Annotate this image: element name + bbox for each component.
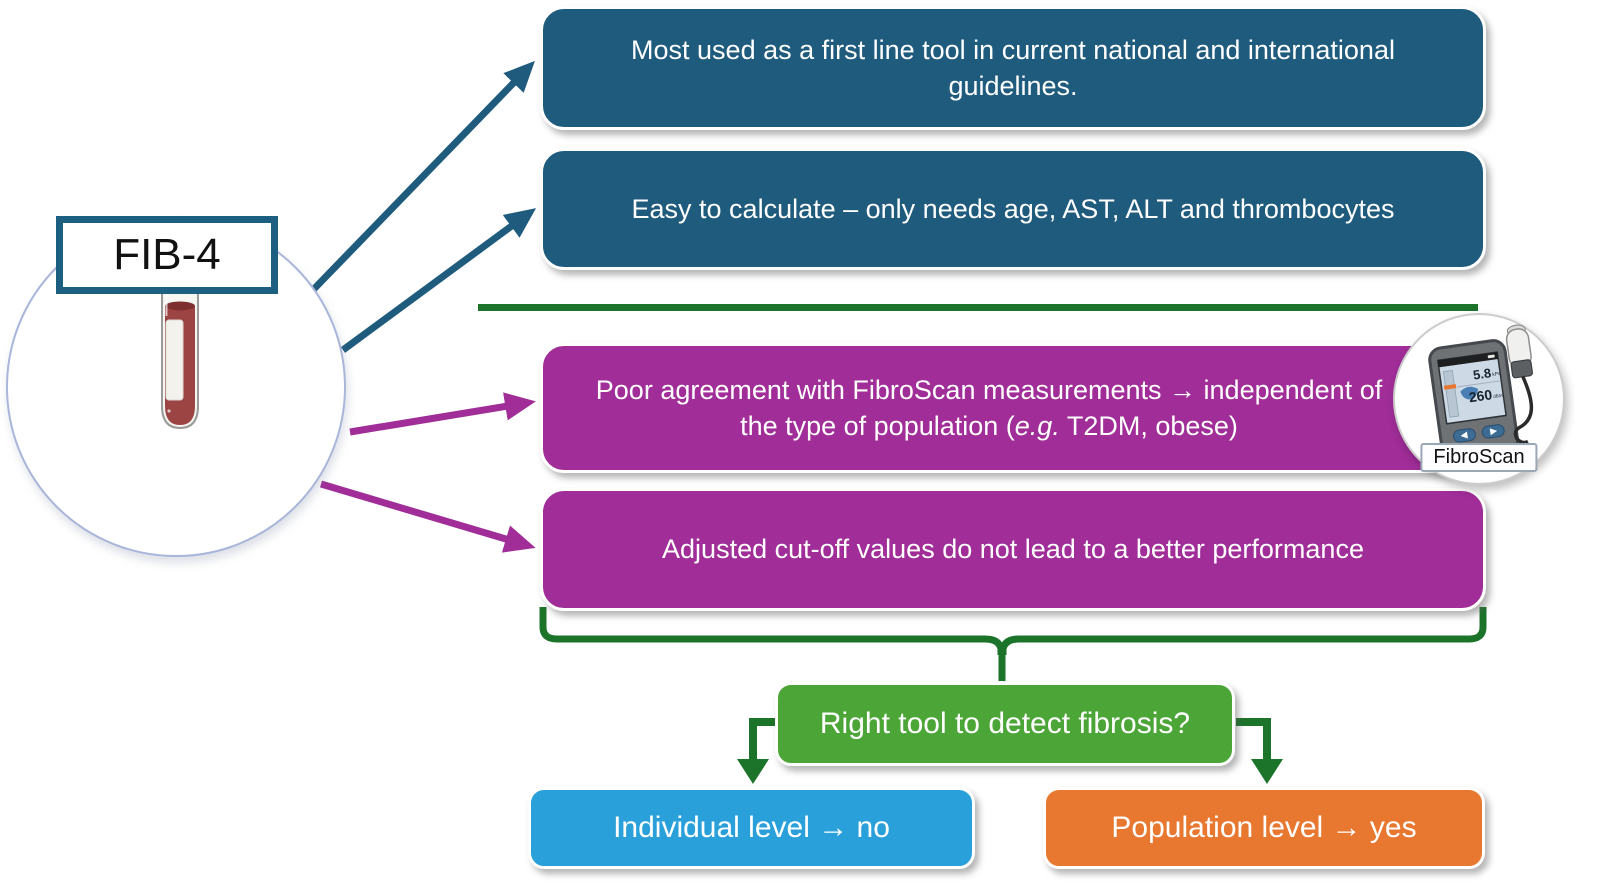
- stiffness-unit: kPa: [1492, 371, 1502, 378]
- brace-right-half: [999, 607, 1487, 655]
- fib4-label-box: FIB-4: [56, 216, 278, 294]
- cap-unit: dB/m: [1493, 393, 1504, 399]
- fib4-label: FIB-4: [113, 230, 221, 279]
- next-button-icon: [1489, 428, 1498, 436]
- arrow-to-strength-1: [309, 60, 535, 294]
- limitation-box-cutoff-values: Adjusted cut-off values do not lead to a…: [540, 488, 1486, 611]
- arrow-to-limitation-1: [349, 392, 536, 436]
- outcome-box-individual-text: Individual level → no: [613, 810, 890, 844]
- limitation-box-cutoff-values-text: Adjusted cut-off values do not lead to a…: [662, 534, 1364, 565]
- limitation-box-fibroscan-agreement-text: Poor agreement with FibroScan measuremen…: [595, 374, 1383, 441]
- down-arrowhead-left-icon: [737, 759, 769, 784]
- brace-left-half: [539, 607, 1005, 655]
- cap-value: 260: [1468, 386, 1494, 405]
- fibroscan-device-label: FibroScan: [1420, 443, 1538, 472]
- prev-button-icon: [1460, 431, 1468, 439]
- outcome-box-population: Population level → yes: [1043, 787, 1485, 869]
- divider-line: [478, 304, 1478, 311]
- fibroscan-device-badge: 5.8 kPa 260 dB/m FibroScan: [1393, 313, 1565, 485]
- strength-box-guidelines: Most used as a first line tool in curren…: [540, 6, 1486, 130]
- probe-cable: [1513, 376, 1534, 445]
- arrow-to-limitation-2: [320, 480, 536, 553]
- question-box: Right tool to detect fibrosis?: [775, 682, 1235, 766]
- down-arrowhead-right-icon: [1251, 759, 1283, 784]
- fibroscan-device-icon: 5.8 kPa 260 dB/m: [1428, 324, 1534, 461]
- strength-box-easy-calculate-text: Easy to calculate – only needs age, AST,…: [631, 193, 1395, 224]
- elbow-connector-right: [1236, 718, 1271, 762]
- liver-icon: [1460, 386, 1479, 400]
- outcome-box-individual: Individual level → no: [528, 787, 975, 869]
- limitation-box-fibroscan-agreement: Poor agreement with FibroScan measuremen…: [540, 343, 1486, 473]
- arrow-to-strength-2: [340, 208, 537, 353]
- question-box-text: Right tool to detect fibrosis?: [819, 706, 1191, 740]
- strength-box-easy-calculate: Easy to calculate – only needs age, AST,…: [540, 148, 1486, 270]
- stiffness-value: 5.8: [1472, 365, 1492, 382]
- outcome-box-population-text: Population level → yes: [1111, 810, 1417, 844]
- strength-box-guidelines-text: Most used as a first line tool in curren…: [631, 34, 1395, 101]
